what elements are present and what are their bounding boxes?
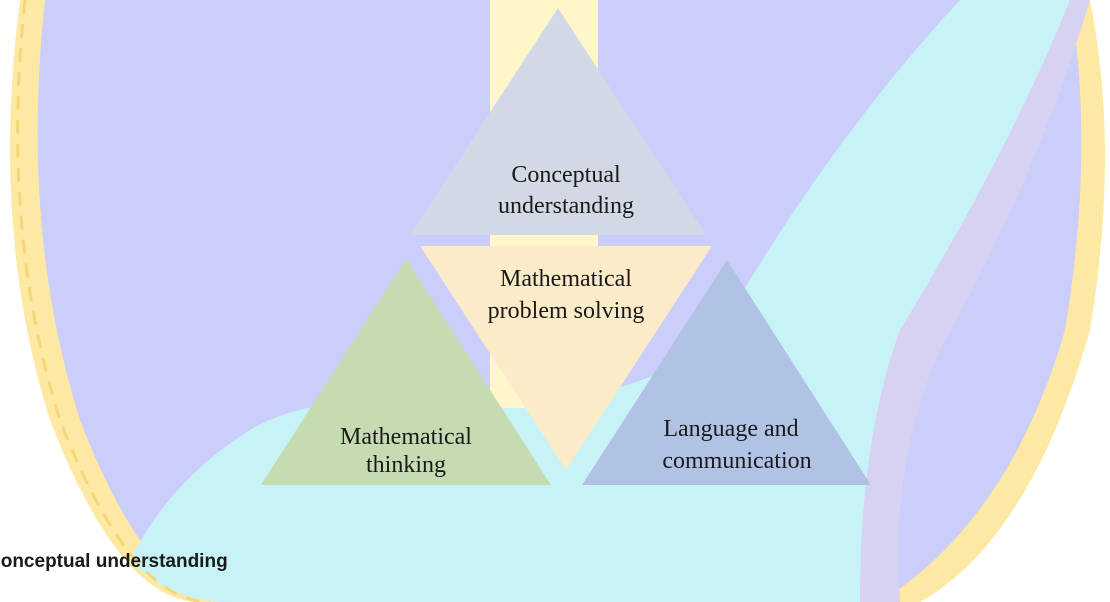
triangle-center-label-line1: Mathematical bbox=[500, 266, 632, 292]
triangle-mathematical-problem-solving: Mathematical problem solving bbox=[420, 246, 712, 470]
section-heading: Conceptual understanding bbox=[0, 551, 241, 573]
triangle-right-label-line2: communication bbox=[662, 448, 811, 474]
triangle-right-shape bbox=[582, 260, 871, 485]
triangle-conceptual-understanding: Conceptual understanding bbox=[410, 8, 706, 235]
triangle-right-label-line1: Language and bbox=[663, 416, 798, 442]
triangle-top-label-line2: understanding bbox=[498, 193, 634, 219]
triangle-mathematical-thinking: Mathematical thinking bbox=[261, 259, 551, 485]
triangle-top-label-line1: Conceptual bbox=[511, 162, 621, 188]
triangle-top-shape bbox=[410, 8, 706, 235]
seal-swoosh bbox=[860, 0, 1090, 602]
triangle-left-label-line1: Mathematical bbox=[340, 424, 472, 450]
section-heading-text: Conceptual understanding bbox=[0, 551, 228, 572]
triangle-left-label-line2: thinking bbox=[366, 452, 446, 478]
triangle-left-shape bbox=[261, 259, 551, 485]
triangle-center-label-line2: problem solving bbox=[488, 298, 645, 324]
seal-border-ornament bbox=[16, 0, 211, 602]
triangle-language-and-communication: Language and communication bbox=[582, 260, 871, 485]
triangle-center-shape bbox=[420, 246, 712, 470]
